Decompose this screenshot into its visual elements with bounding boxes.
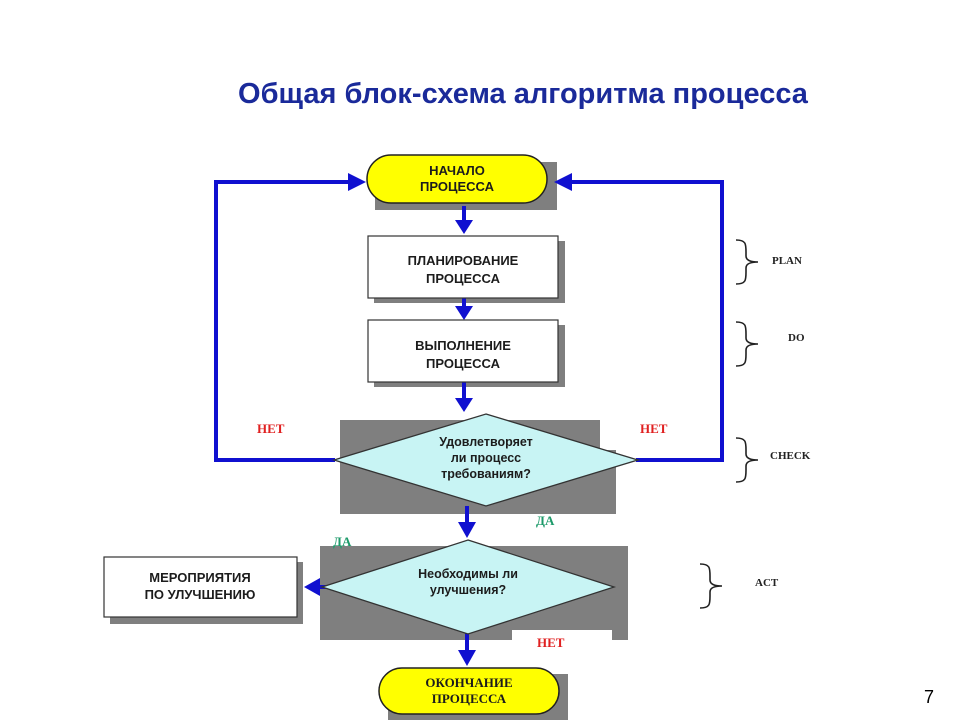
- arrow-plan-do-head: [455, 306, 473, 320]
- check-line-2: ли процесс: [451, 451, 521, 465]
- start-line-1: НАЧАЛО: [429, 163, 485, 178]
- act-shape: [319, 539, 617, 635]
- phase-plan-label: PLAN: [772, 255, 802, 267]
- loop-left: [214, 173, 366, 462]
- no-left-label: НЕТ: [257, 421, 285, 436]
- act-line-2: улучшения?: [430, 583, 506, 597]
- improve-line-1: МЕРОПРИЯТИЯ: [149, 570, 250, 585]
- loop-right-arrowhead: [554, 173, 572, 191]
- shadow-cut-3: [512, 630, 612, 650]
- shadow-cut-2: [505, 514, 615, 534]
- end-node: ОКОНЧАНИЕ ПРОЦЕССА: [378, 667, 560, 715]
- page-title: Общая блок-схема алгоритма процесса: [238, 78, 808, 110]
- end-shape: [378, 667, 560, 715]
- end-line-2: ПРОЦЕССА: [432, 691, 507, 706]
- arrow-act-end-head: [458, 650, 476, 666]
- brace-check: [735, 437, 759, 483]
- do-node: ВЫПОЛНЕНИЕ ПРОЦЕССА: [367, 319, 559, 383]
- plan-shape: [367, 235, 559, 299]
- yes-act-label: ДА: [333, 534, 352, 549]
- no-act-label: НЕТ: [537, 635, 565, 650]
- loop-left-arrowhead: [348, 173, 366, 191]
- check-node: Удовлетворяет ли процесс требованиям?: [331, 413, 641, 507]
- arrow-act-improve-head: [304, 578, 320, 596]
- arrow-check-act-head: [458, 522, 476, 538]
- plan-node: ПЛАНИРОВАНИЕ ПРОЦЕССА: [367, 235, 559, 299]
- phase-act-label: ACT: [755, 577, 779, 589]
- improve-line-2: ПО УЛУЧШЕНИЮ: [145, 587, 256, 602]
- act-node: Необходимы ли улучшения?: [319, 539, 617, 635]
- do-line-1: ВЫПОЛНЕНИЕ: [415, 338, 511, 353]
- check-line-1: Удовлетворяет: [439, 435, 533, 449]
- brace-plan: [735, 239, 759, 285]
- loop-left-line: [214, 180, 350, 462]
- arrow-do-check-head: [455, 398, 473, 412]
- act-line-1: Необходимы ли: [418, 567, 518, 581]
- loop-right: [554, 173, 724, 462]
- phase-do-label: DO: [788, 332, 805, 344]
- do-line-2: ПРОЦЕССА: [426, 356, 501, 371]
- check-shape: [331, 413, 641, 507]
- flow-arrows: [304, 206, 476, 666]
- start-line-2: ПРОЦЕССА: [420, 179, 495, 194]
- no-right-label: НЕТ: [640, 421, 668, 436]
- end-line-1: ОКОНЧАНИЕ: [425, 675, 512, 690]
- do-shape: [367, 319, 559, 383]
- improve-shape: [103, 556, 298, 618]
- loop-right-line: [570, 180, 724, 462]
- phase-braces: [699, 239, 759, 609]
- page-number: 7: [923, 687, 934, 707]
- brace-act: [699, 563, 723, 609]
- brace-do: [735, 321, 759, 367]
- start-shape: [366, 154, 548, 204]
- arrow-start-plan-head: [455, 220, 473, 234]
- start-node: НАЧАЛО ПРОЦЕССА: [366, 154, 548, 204]
- improve-node: МЕРОПРИЯТИЯ ПО УЛУЧШЕНИЮ: [103, 556, 298, 618]
- phase-check-label: CHECK: [770, 450, 811, 462]
- plan-line-2: ПРОЦЕССА: [426, 271, 501, 286]
- plan-line-1: ПЛАНИРОВАНИЕ: [408, 253, 519, 268]
- check-line-3: требованиям?: [441, 467, 531, 481]
- shadow-cut-1: [600, 420, 616, 450]
- yes-check-label: ДА: [536, 513, 555, 528]
